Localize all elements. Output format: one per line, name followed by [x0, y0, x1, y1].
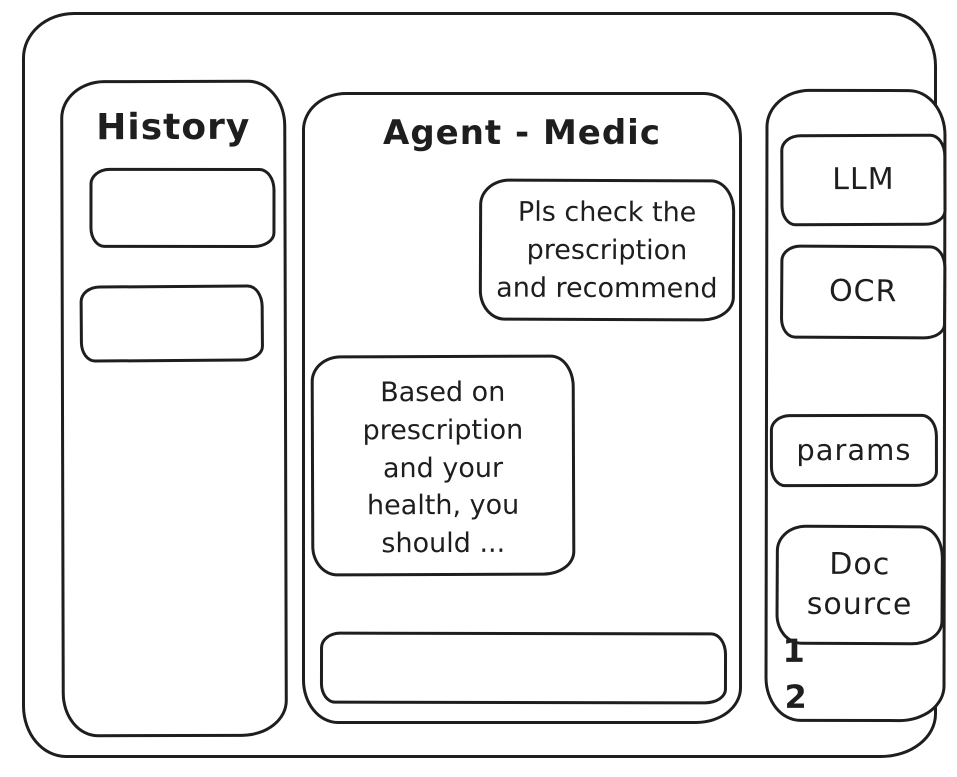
doc-source-label-line: Doc [829, 546, 891, 582]
assistant-message-bubble: Based on prescription and your health, y… [310, 354, 576, 577]
assistant-message-line: should ... [381, 527, 506, 560]
doc-source-annotation-1: 1 [782, 631, 805, 670]
assistant-message-line: and your [382, 452, 504, 484]
app-window-frame: History Agent - Medic Pls check the pres… [22, 12, 947, 758]
history-item[interactable] [79, 284, 265, 363]
ocr-button[interactable]: OCR [779, 244, 947, 340]
llm-button[interactable]: LLM [780, 133, 947, 227]
doc-source-annotation-2: 2 [784, 677, 807, 716]
history-sidebar: History [60, 79, 288, 738]
assistant-message-line: prescription [362, 414, 524, 447]
user-message-line: prescription [526, 234, 688, 267]
ocr-button-label: OCR [828, 273, 898, 309]
user-message-line: and recommend [496, 272, 718, 304]
chat-title: Agent - Medic [383, 113, 661, 153]
params-button[interactable]: params [769, 413, 938, 488]
history-item[interactable] [89, 167, 276, 249]
doc-source-button[interactable]: Doc source [775, 524, 944, 646]
history-title: History [96, 106, 251, 149]
doc-source-label-line: source [806, 586, 913, 623]
assistant-message-line: health, you [366, 490, 520, 522]
assistant-message-line: Based on [380, 376, 506, 409]
user-message-bubble: Pls check the prescription and recommend [478, 178, 736, 322]
user-message-line: Pls check the [517, 196, 697, 229]
llm-button-label: LLM [832, 161, 895, 197]
tools-sidebar: LLM OCR params Doc source 1 2 [764, 88, 947, 723]
params-button-label: params [796, 432, 912, 468]
chat-panel: Agent - Medic Pls check the prescription… [302, 92, 742, 724]
message-input[interactable] [319, 631, 728, 705]
